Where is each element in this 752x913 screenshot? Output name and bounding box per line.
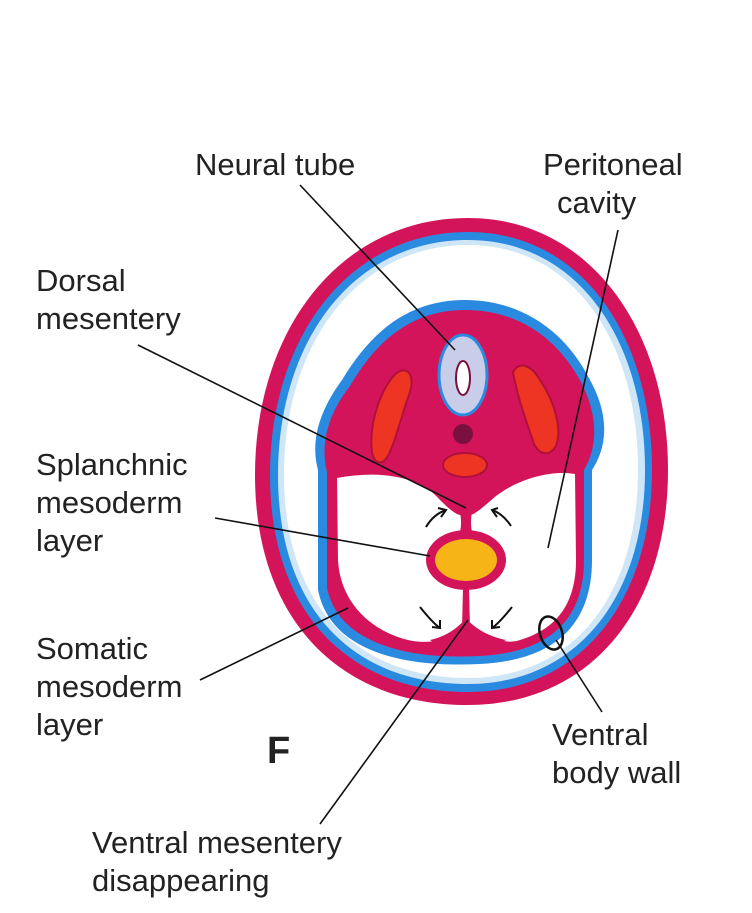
label-splanchnic-mesoderm: Splanchnic mesoderm layer — [36, 446, 188, 560]
panel-letter: F — [267, 730, 291, 772]
label-somatic-line1: Somatic — [36, 631, 148, 666]
left-somite — [370, 369, 413, 464]
leader-neural-tube — [299, 184, 456, 351]
label-somatic-line2: mesoderm — [36, 669, 183, 704]
label-peritoneal-line1: Peritoneal — [543, 147, 683, 182]
label-ventral-body-wall-line2: body wall — [552, 755, 682, 790]
leader-ventral-mesentery — [319, 619, 469, 825]
ventral-mesentery — [462, 588, 470, 628]
label-splanchnic-line3: layer — [36, 523, 104, 558]
cavity-arrows — [419, 507, 513, 630]
leader-splanchnic — [214, 517, 431, 557]
label-ventral-body-wall-line1: Ventral — [552, 717, 649, 752]
leader-dorsal-mesentery — [137, 344, 467, 509]
label-neural-tube: Neural tube — [195, 146, 355, 184]
label-dorsal-line2: mesentery — [36, 301, 181, 336]
label-somatic-mesoderm: Somatic mesoderm layer — [36, 630, 182, 744]
arrow-lower-left-head — [431, 620, 441, 630]
label-splanchnic-line1: Splanchnic — [36, 447, 188, 482]
label-splanchnic-line2: mesoderm — [36, 485, 183, 520]
arrow-upper-left-head — [437, 507, 448, 518]
label-dorsal-mesentery: Dorsal mesentery — [36, 262, 181, 338]
arrow-upper-right-head — [490, 507, 499, 518]
label-neural-tube-line1: Neural tube — [195, 147, 356, 182]
label-ventral-body-wall: Ventral body wall — [552, 716, 681, 792]
leader-lines — [137, 184, 619, 825]
ventral-body-wall-marker — [538, 615, 564, 651]
neural-canal — [455, 360, 471, 396]
label-dorsal-line1: Dorsal — [36, 263, 126, 298]
leader-ventral-body-wall — [555, 639, 603, 713]
label-peritoneal-cavity: Peritoneal cavity — [543, 146, 683, 222]
ventral-mesentery-base — [430, 618, 506, 648]
label-ventral-mesentery: Ventral mesentery disappearing — [92, 824, 342, 900]
label-ventral-mesentery-line1: Ventral mesentery — [92, 825, 342, 860]
arrow-lower-right-head — [491, 620, 501, 630]
label-ventral-mesentery-line2: disappearing — [92, 863, 270, 898]
label-somatic-line3: layer — [36, 707, 104, 742]
aorta — [442, 452, 488, 478]
label-peritoneal-line2: cavity — [557, 185, 637, 220]
notochord — [453, 424, 473, 444]
dorsal-mesentery-stalk — [458, 500, 474, 538]
leader-peritoneal-cavity — [547, 229, 619, 549]
right-somite — [511, 364, 560, 455]
leader-somatic — [199, 607, 349, 681]
gut-lumen — [435, 539, 497, 581]
